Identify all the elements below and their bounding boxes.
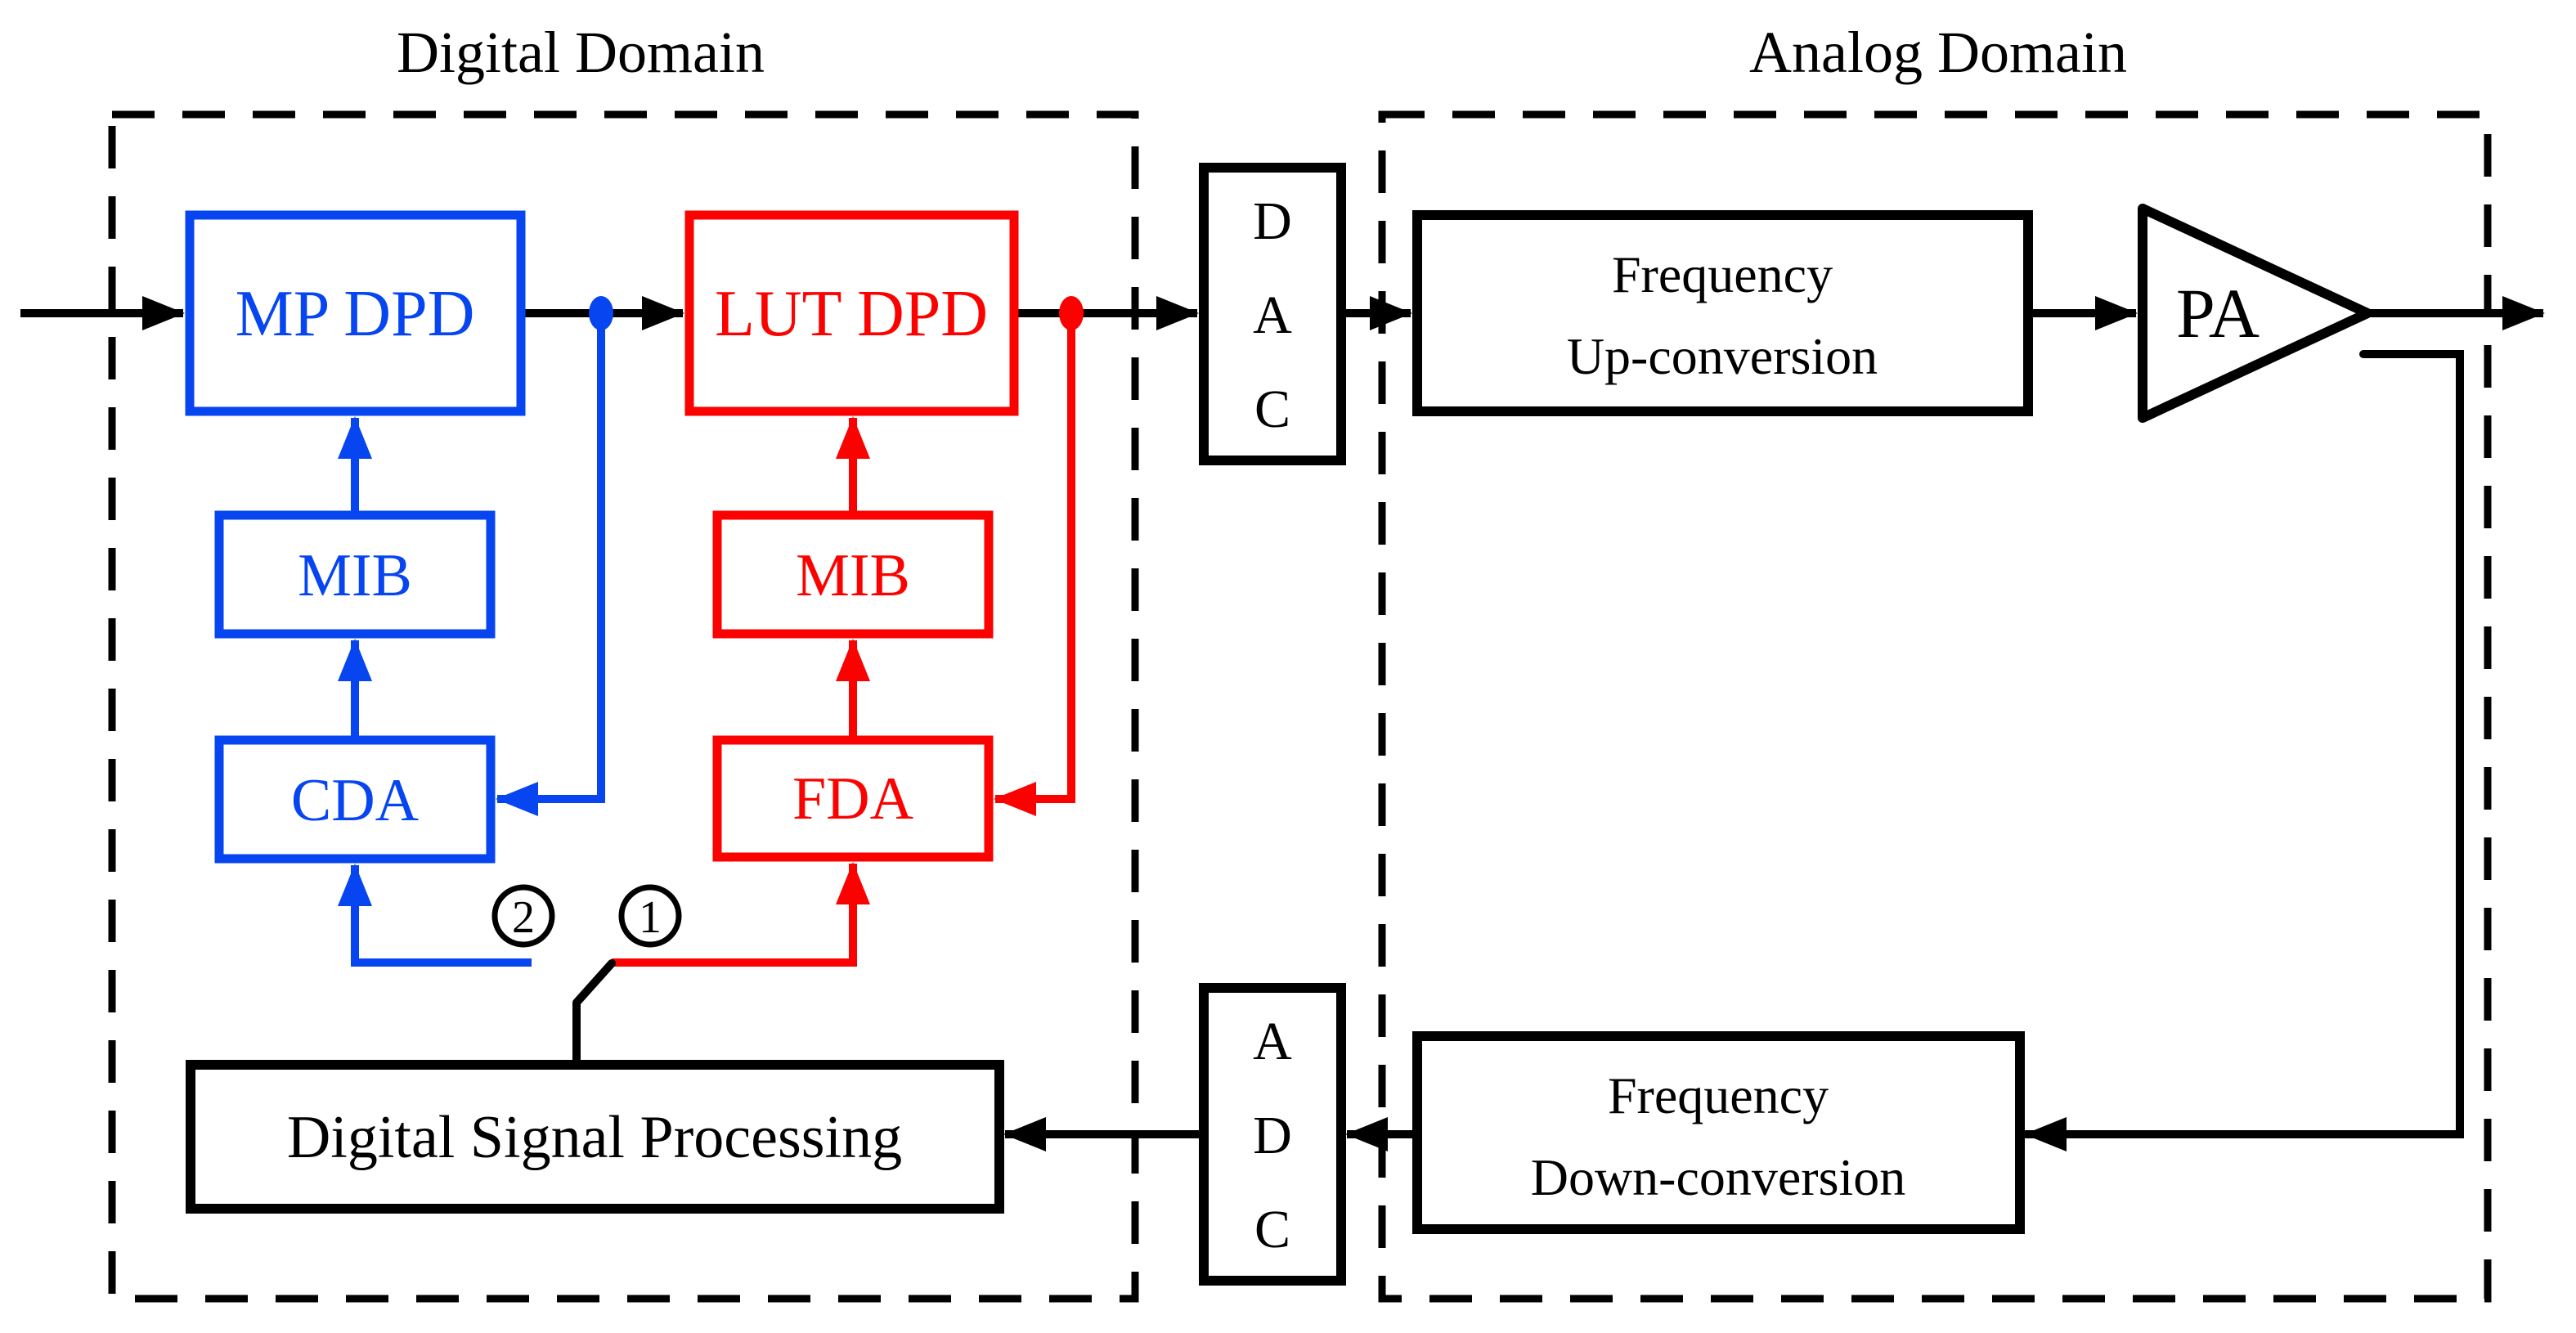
dac-box [1199,163,1346,465]
dsp-box [186,1060,1004,1214]
cda-box [214,735,496,864]
pa-block: PA [2138,204,2372,423]
frequency-upconversion-box [1412,210,2033,416]
frequency-downconversion-line2: Down-conversion [1531,1148,1906,1206]
mpdpd-output-tap-to-cda-line [496,313,605,816]
frequency-downconversion-line1: Frequency [1608,1066,1829,1124]
adc-block: A D C [1199,983,1346,1286]
lut-dpd-label: LUT DPD [715,278,988,350]
analog-domain-boundary [1378,110,2492,1303]
pa-triangle [2138,204,2372,423]
frequency-upconversion-line1: Frequency [1612,245,1833,303]
mib-red-label: MIB [796,542,910,609]
mp-dpd-block: MP DPD [185,210,526,416]
red-junction-dot [1059,296,1084,330]
mib-blue-block: MIB [214,510,496,639]
mib-blue-box [214,510,496,639]
switch-pos2-to-cda-line [338,864,532,967]
blue-junction-dot [589,296,613,330]
fda-box [712,735,994,862]
switch-position-1-circle [618,884,682,948]
mib-red-box [712,510,994,639]
adc-letter-c: C [1254,1200,1290,1259]
dsp-switch-lever [572,959,616,1069]
digital-domain-boundary [108,110,1139,1303]
fda-block: FDA [712,735,994,862]
dac-letter-a: A [1253,285,1292,345]
dac-letter-c: C [1254,379,1290,439]
switch-position-2-number: 2 [512,892,535,943]
adc-letter-a: A [1253,1012,1292,1071]
lut-dpd-box [684,210,1019,416]
fda-label: FDA [792,765,913,833]
frequency-downconversion-block: Frequency Down-conversion [1412,1031,2025,1234]
cda-label: CDA [291,767,419,834]
switch-position-2-circle [491,884,555,948]
mib-blue-label: MIB [298,542,412,609]
mp-dpd-label: MP DPD [236,278,475,350]
switch-position-1-badge: 1 [618,884,682,948]
frequency-upconversion-line2: Up-conversion [1567,327,1878,385]
analog-domain-title: Analog Domain [1749,20,2127,85]
pa-label: PA [2176,274,2260,352]
lutdpd-output-tap-to-fda-line [994,313,1075,816]
frequency-upconversion-block: Frequency Up-conversion [1412,210,2033,416]
mp-dpd-box [185,210,526,416]
lut-dpd-block: LUT DPD [684,210,1019,416]
cda-block: CDA [214,735,496,864]
adc-box [1199,983,1346,1286]
dac-letter-d: D [1253,191,1292,251]
frequency-downconversion-box [1412,1031,2025,1234]
switch-position-1-number: 1 [639,892,662,943]
switch-pos1-to-fda-line [612,862,870,967]
mib-red-block: MIB [712,510,994,639]
switch-position-2-badge: 2 [491,884,555,948]
digital-domain-title: Digital Domain [397,20,765,85]
dac-block: D A C [1199,163,1346,465]
adc-letter-d: D [1253,1106,1292,1165]
dsp-label: Digital Signal Processing [287,1104,902,1171]
pa-feedback-line [2022,350,2464,1151]
dsp-block: Digital Signal Processing [186,1060,1004,1214]
